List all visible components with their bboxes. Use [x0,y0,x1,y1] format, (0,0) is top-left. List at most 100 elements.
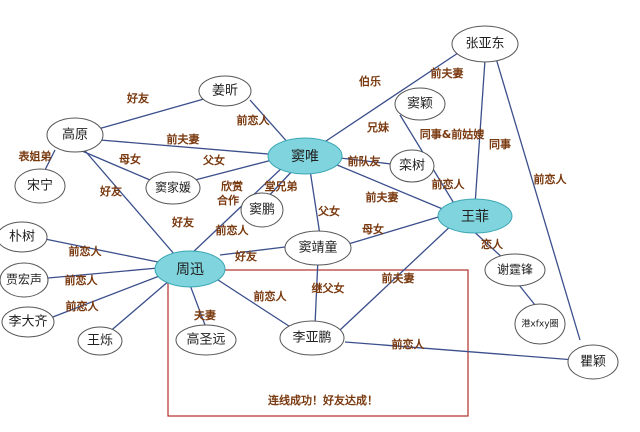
node-label: 王烁 [87,334,113,349]
edge [494,54,581,341]
edge-label: 父女 [202,153,225,167]
node-songning[interactable] [14,168,66,204]
edge-label: 前队友 [348,154,381,168]
edge [344,214,446,246]
node-label: 港xfxy圈 [521,318,558,330]
node-labels: 张亚东 姜昕 窦唯 窦颖 高原 栾树 宋宁 窦家媛 窦鹏 王菲 朴树 周迅 窦靖… [6,37,606,370]
edge [249,99,291,146]
edge [44,274,163,321]
node-label: 姜昕 [212,84,238,99]
edge-label: 表姐弟 [18,149,52,163]
edge-label: 兄妹 [366,120,390,134]
edge [309,169,321,236]
edge-label: 母女 [119,152,141,166]
edge-label: 继父女 [312,281,345,295]
edge [319,44,471,146]
edge-label: 前夫妻 [382,271,415,285]
node-luanshu[interactable] [389,149,435,183]
node-label: 窦鹏 [249,203,275,218]
node-label: 窦颖 [407,97,433,112]
node-label: 高圣远 [186,332,225,348]
edge-label: 前恋人 [216,223,250,237]
edge [99,139,281,156]
node-label: 谢霆锋 [497,262,533,277]
edges [39,44,581,361]
node-gaoshengyuan[interactable] [175,324,237,356]
edge [339,221,456,331]
edge-label: 母女 [362,222,384,236]
edge-label: 前恋人 [534,172,568,186]
edge-label: 同事&前姑嫂 [420,127,486,141]
edge-label: 父女 [317,204,340,218]
node-label: 周迅 [176,262,204,278]
node-label: 贾宏声 [6,272,42,287]
edge-label: 欣赏 [221,179,243,193]
node-doupeng[interactable] [240,192,284,228]
node-jiahongsheng[interactable] [0,262,49,298]
edge-label: 前恋人 [392,337,426,351]
edge [194,157,281,181]
node-wangfei[interactable] [437,198,513,234]
node-label: 王菲 [461,209,489,225]
node-jiangxin[interactable] [198,75,252,107]
nodes [0,25,619,380]
edge [189,164,286,256]
edge-label: 前恋人 [432,177,466,191]
edge-label: 好友 [126,91,149,105]
edge [474,59,486,206]
node-label: 窦家媛 [155,180,191,195]
node-douwei[interactable] [267,137,343,175]
node-label: 瞿颖 [580,355,606,370]
edge-labels: 好友 前恋人 伯乐 前夫妻 兄妹 同事&前姑嫂 同事 前夫妻 表姐弟 母女 父女… [18,66,568,407]
node-label: 张亚东 [465,37,504,52]
edge-label: 前夫妻 [366,190,399,204]
edge-label: 同事 [489,137,511,151]
node-label: 宋宁 [27,178,53,194]
node-label: 李大齐 [8,314,47,330]
node-label: 窦唯 [291,149,319,165]
node-gangxfxy[interactable] [514,303,566,345]
edge [76,92,226,136]
node-label: 窦靖童 [298,240,337,256]
edge [314,257,319,326]
node-lidaqi[interactable] [1,306,55,338]
edge-label: 前夫妻 [167,132,200,146]
edge-label: 伯乐 [359,74,381,88]
node-zhangyadong[interactable] [451,25,519,63]
edge-label: 前恋人 [66,299,100,313]
edge-label: 前恋人 [69,244,103,258]
node-label: 高原 [62,127,88,143]
edge [47,267,159,279]
node-label: 朴树 [9,230,35,245]
edge [219,246,286,256]
edge [79,144,176,256]
edge-label: 恋人 [481,237,504,251]
node-doujingtong[interactable] [284,230,352,266]
node-zhouxun[interactable] [154,250,226,288]
node-wangshuo[interactable] [77,326,123,356]
node-pushu[interactable] [0,221,48,253]
edge [329,161,446,211]
edge-label: 夫妻 [194,308,216,322]
node-xietingfeng[interactable] [484,253,546,287]
node-quying[interactable] [567,344,619,380]
edge-label: 好友 [99,184,122,198]
edge-label: 前夫妻 [431,66,464,80]
edge-label: 合作 [217,193,239,207]
edge-label: 好友 [234,249,257,263]
node-gaoyuan[interactable] [46,117,104,153]
edge [344,341,576,361]
edge-label: 前恋人 [65,273,99,287]
node-label: 栾树 [399,158,425,174]
node-doujiaai[interactable] [145,171,201,205]
edge-label: 堂兄弟 [265,179,298,193]
edge-label: 好友 [171,215,194,229]
edge [39,237,159,263]
edge-label: 前恋人 [254,289,288,303]
edge [214,277,296,331]
node-douying[interactable] [394,87,446,121]
node-liyapeng[interactable] [279,320,345,356]
banner-text: 连线成功！好友达成！ [268,393,378,407]
